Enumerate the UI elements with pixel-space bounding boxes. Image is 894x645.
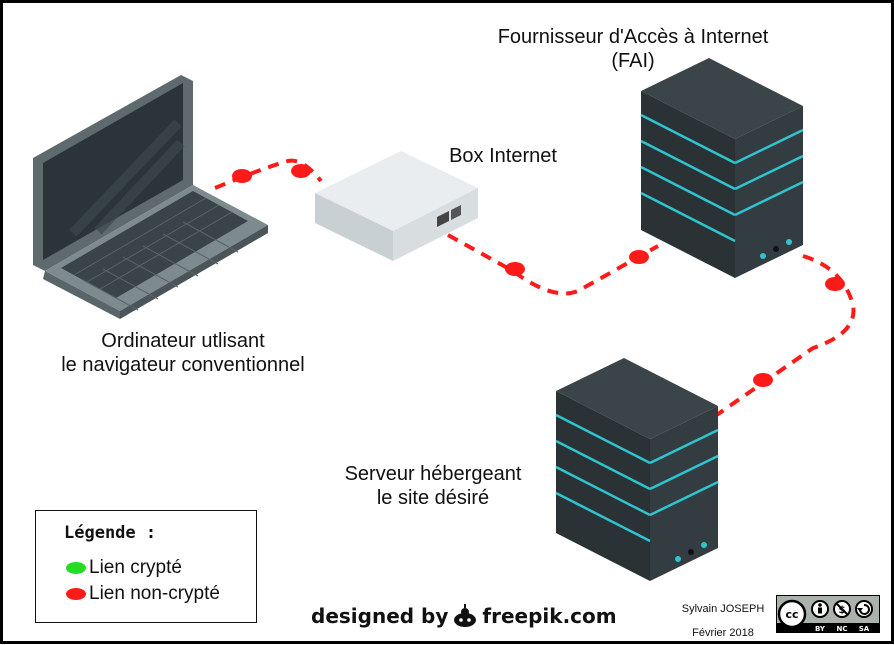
laptop-icon [33,75,268,319]
cc-license-badge: cc $ BY NC SA [776,595,880,633]
link-marker [232,169,252,183]
link-marker [505,262,525,276]
credit-prefix: designed by [311,604,449,628]
legend-item-unencrypted: Lien non-crypté [66,583,220,605]
isp-label: Fournisseur d'Accès à Internet (FAI) [473,25,793,73]
author-name: Sylvain JOSEPH [681,603,765,615]
cc-icon [777,599,807,629]
green-dot-icon [66,562,86,574]
link-marker [629,250,649,264]
link-marker [825,277,845,291]
computer-label: Ordinateur utlisant le navigateur conven… [33,329,333,377]
isp-label-line1: Fournisseur d'Accès à Internet [497,26,769,48]
legend-item-label: Lien crypté [89,557,182,578]
isp-server-icon [640,58,804,278]
author-info: Sylvain JOSEPH Février 2018 [671,597,775,645]
link-marker [753,373,773,387]
network-diagram [33,58,856,581]
author-date: Février 2018 [692,627,754,639]
red-dot-icon [66,588,86,600]
freepik-credit: designed by freepik.com [311,603,617,629]
computer-label-line2: le navigateur conventionnel [61,354,305,376]
server-label-line1: Serveur hébergeant [344,463,522,485]
nc-label: NC [837,625,848,633]
server-label: Serveur hébergeant le site désiré [333,462,533,510]
router-icon [315,151,478,261]
legend-item-encrypted: Lien crypté [66,557,182,579]
by-label: BY [815,625,826,633]
server-label-line2: le site désiré [376,487,490,509]
link-box-isp [447,233,659,296]
legend-title: Légende : [64,523,157,543]
freepik-logo-icon [454,604,477,627]
credit-brand: freepik.com [482,604,617,628]
web-server-icon [555,358,719,581]
svg-text:cc: cc [785,608,798,621]
link-isp-server [706,254,856,423]
computer-label-line1: Ordinateur utlisant [101,330,265,352]
legend: Légende : Lien crypté Lien non-crypté [35,510,257,623]
box-label: Box Internet [449,145,557,167]
isp-label-line2: (FAI) [611,50,655,72]
sa-label: SA [859,625,870,633]
legend-item-label: Lien non-crypté [89,583,220,604]
svg-text:$: $ [839,605,846,616]
link-marker [291,164,311,178]
